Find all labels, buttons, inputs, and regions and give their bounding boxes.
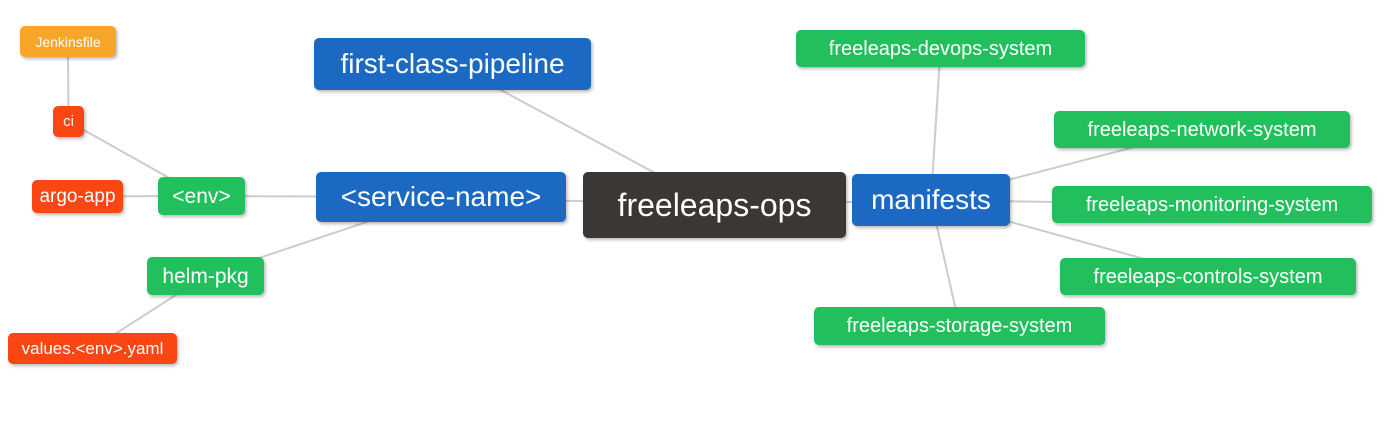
- node-freeleaps-ops[interactable]: freeleaps-ops: [583, 172, 846, 238]
- node-argo-app[interactable]: argo-app: [32, 180, 123, 213]
- node-jenkinsfile[interactable]: Jenkinsfile: [20, 26, 116, 57]
- node-manifests[interactable]: manifests: [852, 174, 1010, 226]
- node-helm-pkg[interactable]: helm-pkg: [147, 257, 264, 295]
- node-freeleaps-monitoring-system[interactable]: freeleaps-monitoring-system: [1052, 186, 1372, 223]
- node-values-env-yaml[interactable]: values.<env>.yaml: [8, 333, 177, 364]
- node-freeleaps-network-system[interactable]: freeleaps-network-system: [1054, 111, 1350, 148]
- node-freeleaps-controls-system[interactable]: freeleaps-controls-system: [1060, 258, 1356, 295]
- node-ci[interactable]: ci: [53, 106, 84, 137]
- node-env[interactable]: <env>: [158, 177, 245, 215]
- node-freeleaps-devops-system[interactable]: freeleaps-devops-system: [796, 30, 1085, 67]
- node-first-class-pipeline[interactable]: first-class-pipeline: [314, 38, 591, 90]
- node-freeleaps-storage-system[interactable]: freeleaps-storage-system: [814, 307, 1105, 345]
- node-service-name[interactable]: <service-name>: [316, 172, 566, 222]
